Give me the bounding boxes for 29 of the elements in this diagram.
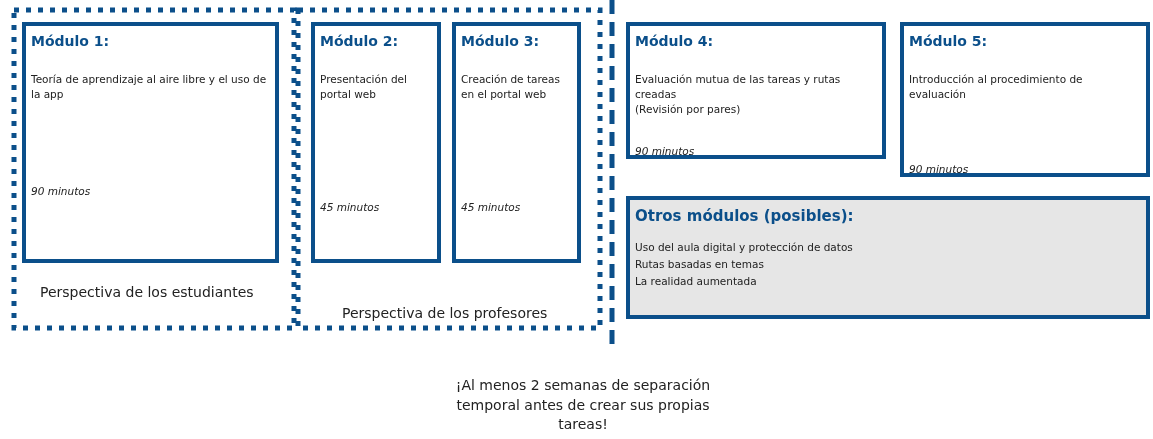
description-text: Rutas basadas en temas bbox=[635, 257, 765, 272]
group-label: Perspectiva de los estudiantes bbox=[40, 284, 254, 300]
description-text: Teoría de aprendizaje al aire libre y el uso de la app bbox=[31, 72, 268, 102]
description-text: Presentación del portal web bbox=[320, 72, 408, 102]
module-title: Otros módulos (posibles): bbox=[635, 206, 854, 227]
module-card bbox=[626, 22, 886, 159]
group-label: Perspectiva de los profesores bbox=[342, 305, 548, 321]
duration-text: 45 minutos bbox=[320, 200, 380, 215]
description-text: Evaluación mutua de las tareas y rutas creadas bbox=[635, 72, 842, 102]
description-text: La realidad aumentada bbox=[635, 274, 758, 289]
module-title: Módulo 5: bbox=[909, 32, 988, 51]
module-card bbox=[900, 22, 1150, 177]
module-title: Módulo 2: bbox=[320, 32, 399, 51]
duration-text: 90 minutos bbox=[909, 162, 969, 177]
note-text: ¡Al menos 2 semanas de separación temporal antes de crear sus propias tareas! bbox=[454, 376, 712, 435]
module-card bbox=[452, 22, 581, 263]
module-card bbox=[311, 22, 441, 263]
module-card bbox=[22, 22, 279, 263]
description-text: Creación de tareas en el portal web bbox=[461, 72, 561, 102]
module-title: Módulo 1: bbox=[31, 32, 110, 51]
duration-text: 90 minutos bbox=[635, 144, 695, 159]
shaded-panel bbox=[626, 196, 1150, 319]
duration-text: 90 minutos bbox=[31, 184, 91, 199]
module-title: Módulo 4: bbox=[635, 32, 714, 51]
description-text: (Revisión por pares) bbox=[635, 102, 742, 117]
module-title: Módulo 3: bbox=[461, 32, 540, 51]
description-text: Uso del aula digital y protección de datos bbox=[635, 240, 854, 255]
duration-text: 45 minutos bbox=[461, 200, 521, 215]
description-text: Introducción al procedimiento de evaluación bbox=[909, 72, 1084, 102]
